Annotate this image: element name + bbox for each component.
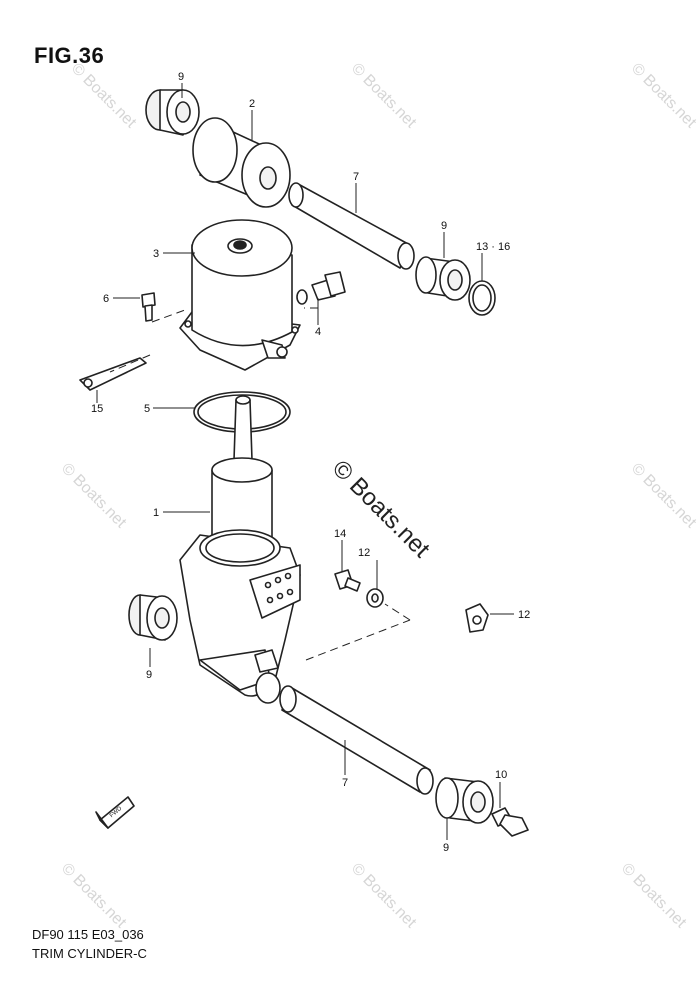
callout-2: 2 xyxy=(249,98,255,110)
bolt-part-14 xyxy=(334,569,361,592)
bolt-part-6 xyxy=(141,292,156,322)
callout-10: 10 xyxy=(495,769,507,781)
callout-6: 6 xyxy=(103,293,109,305)
callout-3: 3 xyxy=(153,248,159,260)
figure-name: TRIM CYLINDER-C xyxy=(32,946,147,961)
bushing-part-9-left xyxy=(128,594,178,641)
callout-13-16: 12 xyxy=(358,547,370,559)
fitting-part-4 xyxy=(296,271,346,305)
callout-11: 13 · 16 xyxy=(476,241,510,253)
bushing-part-2 xyxy=(192,117,291,208)
ring-part-11 xyxy=(468,280,496,316)
callout-9: 9 xyxy=(441,220,447,232)
callout-9: 9 xyxy=(178,71,184,83)
nut-part-13-16 xyxy=(366,588,384,608)
trim-cylinder-part-1 xyxy=(179,395,301,704)
callout-14: 14 xyxy=(334,528,346,540)
pin-part-8 xyxy=(288,182,415,270)
callout-1: 1 xyxy=(153,507,159,519)
callout-4: 4 xyxy=(315,326,321,338)
callout-9: 9 xyxy=(146,669,152,681)
callout-8: 7 xyxy=(353,171,359,183)
clip-part-12 xyxy=(465,603,489,633)
bushing-part-9-bottom xyxy=(435,777,494,824)
callout-9: 9 xyxy=(443,842,449,854)
bolt-part-10 xyxy=(491,807,529,837)
figure-code: DF90 115 E03_036 xyxy=(32,927,144,942)
bushing-part-9-top xyxy=(145,89,200,136)
callout-5: 5 xyxy=(144,403,150,415)
bushing-part-9-right xyxy=(415,256,471,301)
figure-title: FIG.36 xyxy=(34,43,105,68)
callout-15: 15 xyxy=(91,403,103,415)
reservoir-part-3 xyxy=(179,219,301,371)
callout-12: 12 xyxy=(518,609,530,621)
pin-part-7 xyxy=(279,685,434,795)
callout-7: 7 xyxy=(342,777,348,789)
clamp-part-15 xyxy=(79,357,147,391)
forward-arrow-icon xyxy=(95,796,135,829)
